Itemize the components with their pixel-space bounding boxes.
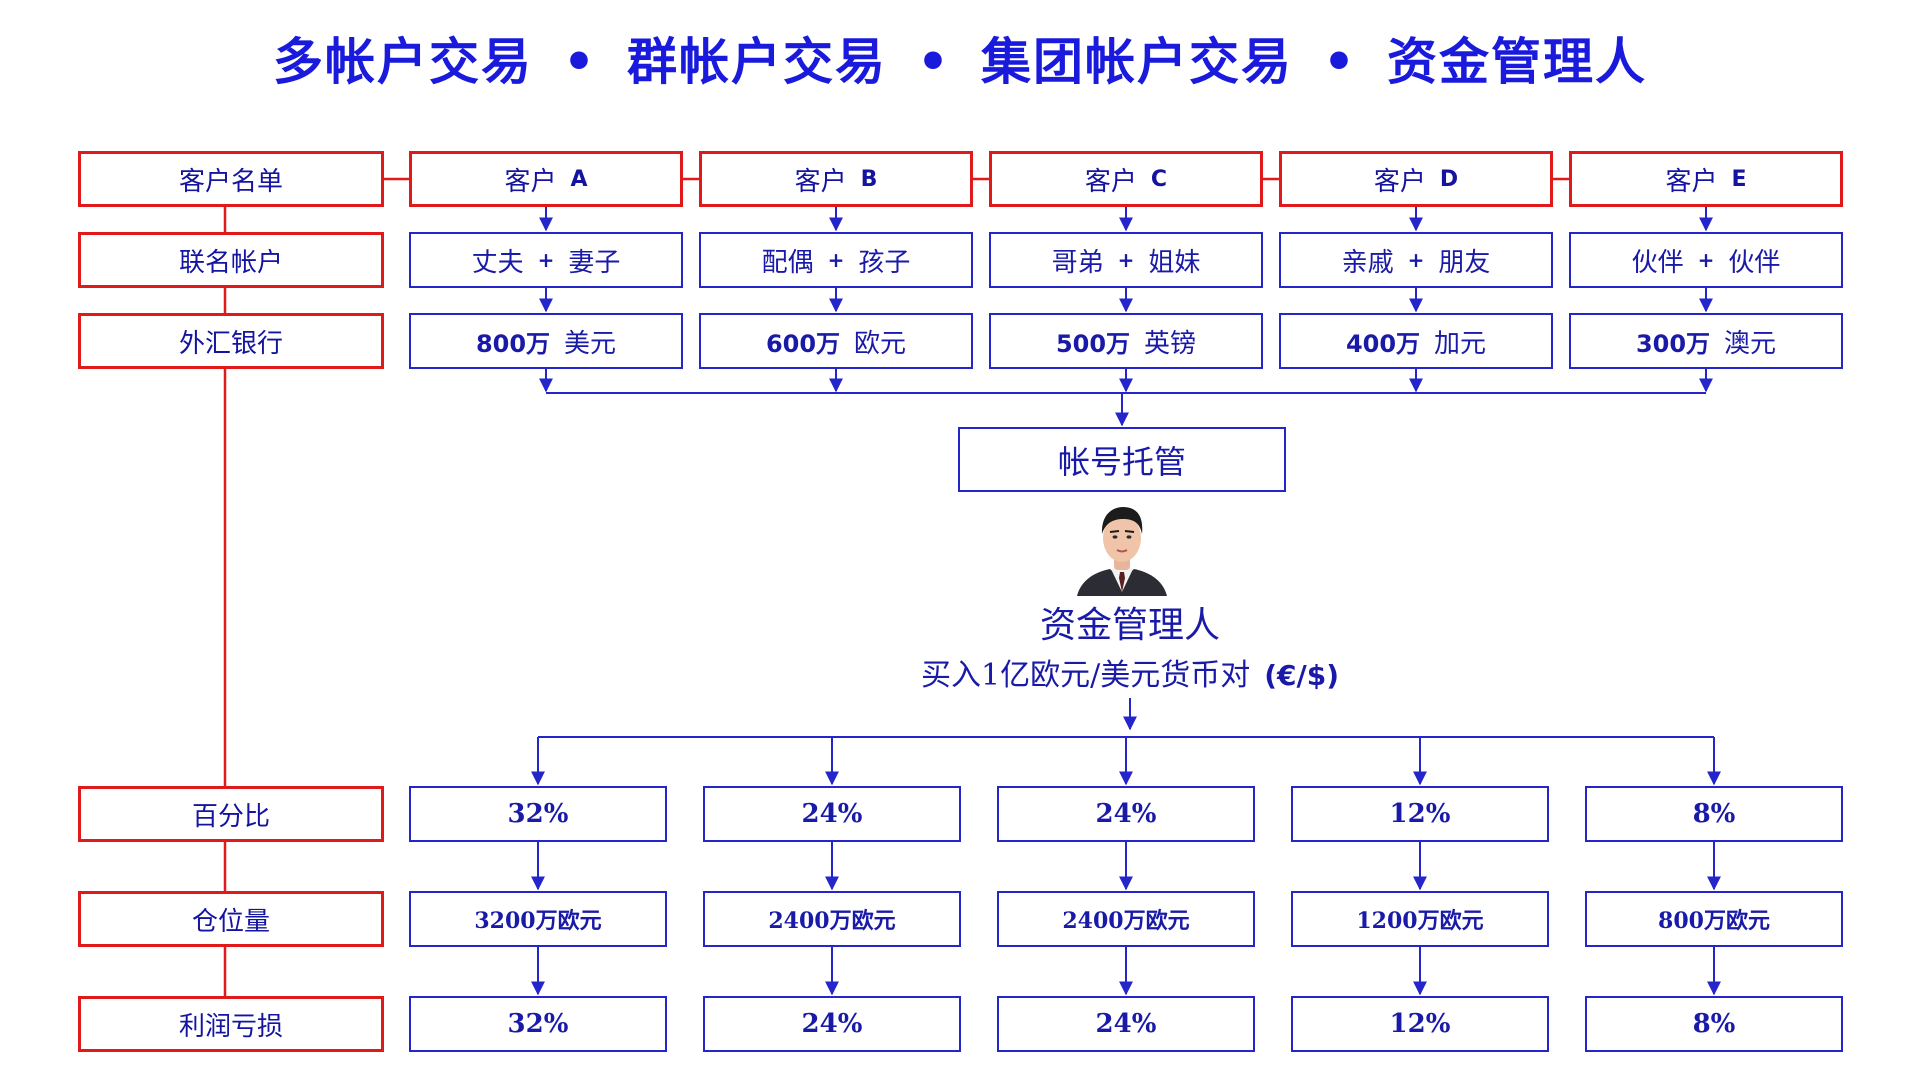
currency-pair: (€/$) (1264, 659, 1339, 692)
client-letter: C (1150, 166, 1168, 192)
client-prefix: 客户 (1373, 166, 1426, 197)
client-box: 客户 E (1569, 151, 1843, 207)
row-label-joint-account: 联名帐户 (78, 232, 384, 288)
deposit-amount: 300万 (1635, 329, 1711, 358)
allocation-percent-box: 24% (703, 786, 961, 842)
joint-member: 配偶 (761, 247, 814, 278)
allocation-percent-box: 8% (1585, 786, 1843, 842)
deposit-amount: 600万 (765, 329, 841, 358)
fx-bank-box: 500万英镑 (989, 313, 1263, 369)
joint-member: 姐妹 (1148, 247, 1201, 278)
custody-box: 帐号托管 (958, 427, 1286, 492)
joint-member: 伙伴 (1728, 247, 1781, 278)
client-prefix: 客户 (1665, 166, 1718, 197)
position-size-box: 2400万欧元 (997, 891, 1255, 947)
allocation-percent-box: 12% (1291, 786, 1549, 842)
manager-avatar (1077, 507, 1167, 596)
position-size-box: 2400万欧元 (703, 891, 961, 947)
client-letter: B (860, 166, 878, 192)
position-size-box: 1200万欧元 (1291, 891, 1549, 947)
joint-member: 亲戚 (1341, 247, 1394, 278)
plus-sign: + (1407, 248, 1425, 272)
joint-member: 朋友 (1438, 247, 1491, 278)
deposit-currency: 英镑 (1144, 328, 1197, 359)
joint-member: 伙伴 (1631, 247, 1684, 278)
title-part: 多帐户交易 (273, 33, 534, 91)
position-size-box: 800万欧元 (1585, 891, 1843, 947)
manager-action: 买入1亿欧元/美元货币对 (€/$) (850, 650, 1410, 694)
profit-loss-box: 32% (409, 996, 667, 1052)
client-prefix: 客户 (504, 166, 557, 197)
fx-bank-box: 600万欧元 (699, 313, 973, 369)
position-size-box: 3200万欧元 (409, 891, 667, 947)
allocation-percent-box: 24% (997, 786, 1255, 842)
joint-account-box: 亲戚 + 朋友 (1279, 232, 1553, 288)
profit-loss-box: 12% (1291, 996, 1549, 1052)
plus-sign: + (827, 248, 845, 272)
deposit-amount: 500万 (1055, 329, 1131, 358)
title-part: 资金管理人 (1386, 33, 1647, 91)
profit-loss-box: 24% (997, 996, 1255, 1052)
joint-account-box: 伙伴 + 伙伴 (1569, 232, 1843, 288)
joint-member: 妻子 (568, 247, 621, 278)
client-box: 客户 C (989, 151, 1263, 207)
row-label-pnl: 利润亏损 (78, 996, 384, 1052)
plus-sign: + (537, 248, 555, 272)
client-letter: D (1439, 166, 1459, 192)
joint-account-box: 丈夫 + 妻子 (409, 232, 683, 288)
plus-sign: + (1697, 248, 1715, 272)
joint-account-box: 哥弟 + 姐妹 (989, 232, 1263, 288)
title-separator: • (917, 33, 951, 91)
joint-member: 哥弟 (1051, 247, 1104, 278)
page-title: 多帐户交易 • 群帐户交易 • 集团帐户交易 • 资金管理人 (0, 22, 1920, 94)
joint-member: 孩子 (858, 247, 911, 278)
row-label-clients: 客户名单 (78, 151, 384, 207)
fx-bank-box: 300万澳元 (1569, 313, 1843, 369)
fx-bank-box: 400万加元 (1279, 313, 1553, 369)
deposit-currency: 加元 (1434, 328, 1487, 359)
deposit-currency: 美元 (564, 328, 617, 359)
client-box: 客户 B (699, 151, 973, 207)
profit-loss-box: 8% (1585, 996, 1843, 1052)
row-label-fx-bank: 外汇银行 (78, 313, 384, 369)
client-letter: A (570, 166, 588, 192)
deposit-amount: 800万 (475, 329, 551, 358)
client-box: 客户 D (1279, 151, 1553, 207)
title-part: 集团帐户交易 (980, 33, 1293, 91)
client-prefix: 客户 (1084, 166, 1137, 197)
deposit-amount: 400万 (1345, 329, 1421, 358)
manager-name: 资金管理人 (1039, 605, 1220, 646)
joint-account-box: 配偶 + 孩子 (699, 232, 973, 288)
manager-action-text: 买入1亿欧元/美元货币对 (921, 658, 1251, 693)
row-label-position: 仓位量 (78, 891, 384, 947)
row-label-percent: 百分比 (78, 786, 384, 842)
title-part: 群帐户交易 (627, 33, 888, 91)
deposit-currency: 澳元 (1724, 328, 1777, 359)
fx-bank-box: 800万美元 (409, 313, 683, 369)
title-separator: • (563, 33, 598, 91)
client-box: 客户 A (409, 151, 683, 207)
profit-loss-box: 24% (703, 996, 961, 1052)
client-prefix: 客户 (794, 166, 847, 197)
plus-sign: + (1117, 248, 1135, 272)
client-letter: E (1731, 166, 1747, 192)
joint-member: 丈夫 (471, 247, 524, 278)
deposit-currency: 欧元 (854, 328, 907, 359)
allocation-percent-box: 32% (409, 786, 667, 842)
title-separator: • (1322, 33, 1357, 91)
